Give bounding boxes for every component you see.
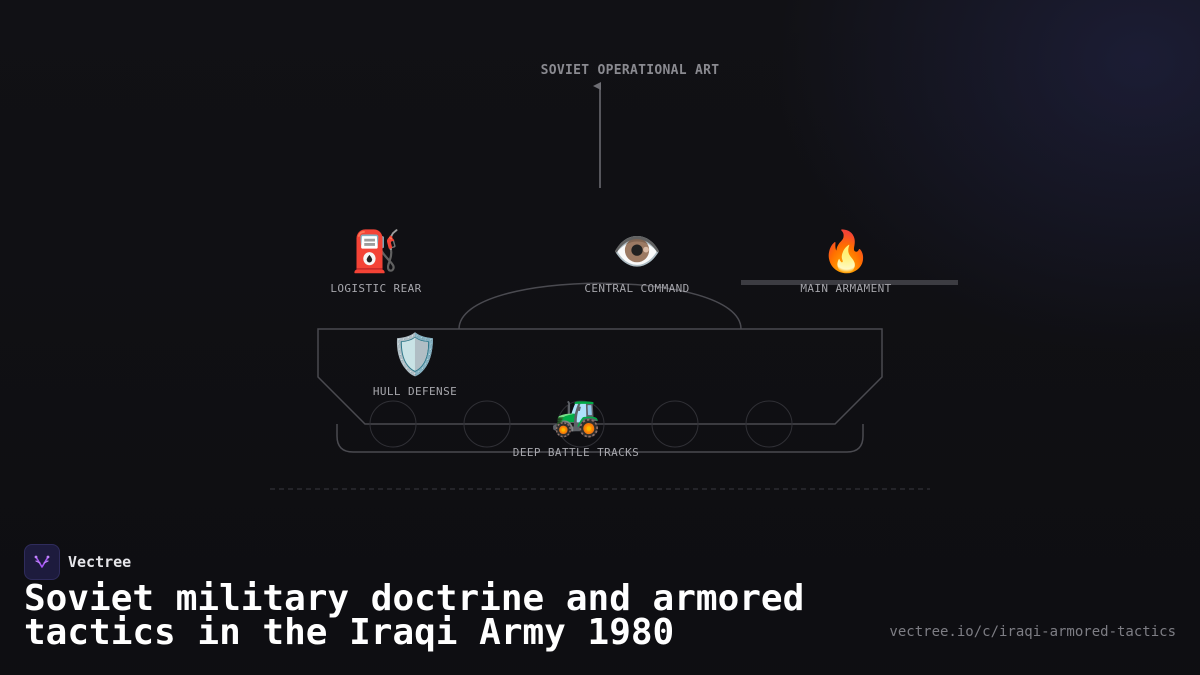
- node-main-armament: 🔥 MAIN ARMAMENT: [746, 228, 946, 295]
- tank-track: [336, 424, 864, 453]
- node-deep-battle-tracks: 🚜 DEEP BATTLE TRACKS: [476, 392, 676, 459]
- road-wheel: [651, 400, 699, 448]
- eye-icon: 👁️: [612, 229, 662, 275]
- node-label: LOGISTIC REAR: [330, 282, 422, 295]
- road-wheel: [745, 400, 793, 448]
- tank-hull: [317, 328, 883, 425]
- node-label: CENTRAL COMMAND: [584, 282, 690, 295]
- tank-outline: [270, 82, 958, 490]
- page-url[interactable]: vectree.io/c/iraqi-armored-tactics: [889, 624, 1176, 640]
- shield-icon: 🛡️: [390, 332, 440, 378]
- road-wheel: [463, 400, 511, 448]
- tank-barrel: [741, 280, 958, 285]
- diagram-title: SOVIET OPERATIONAL ART: [540, 63, 720, 78]
- node-label: MAIN ARMAMENT: [800, 282, 892, 295]
- node-central-command: 👁️ CENTRAL COMMAND: [537, 228, 737, 295]
- brand[interactable]: Vectree: [24, 544, 131, 580]
- node-label: DEEP BATTLE TRACKS: [512, 446, 640, 459]
- brand-name: Vectree: [68, 553, 132, 571]
- tank-turret: [458, 282, 742, 330]
- node-logistic-rear: ⛽ LOGISTIC REAR: [276, 228, 476, 295]
- vectree-logo-icon: [24, 544, 60, 580]
- tank-diagram: SOVIET OPERATIONAL ART ⛽ LOGISTIC REAR 👁…: [270, 63, 958, 490]
- page-title: Soviet military doctrine and armored tac…: [24, 578, 805, 653]
- tractor-icon: 🚜: [551, 393, 601, 439]
- node-hull-defense: 🛡️ HULL DEFENSE: [315, 331, 515, 398]
- fuel-pump-icon: ⛽: [351, 229, 401, 275]
- road-wheel: [557, 400, 605, 448]
- fire-icon: 🔥: [821, 229, 871, 275]
- node-label: HULL DEFENSE: [372, 385, 458, 398]
- road-wheel: [369, 400, 417, 448]
